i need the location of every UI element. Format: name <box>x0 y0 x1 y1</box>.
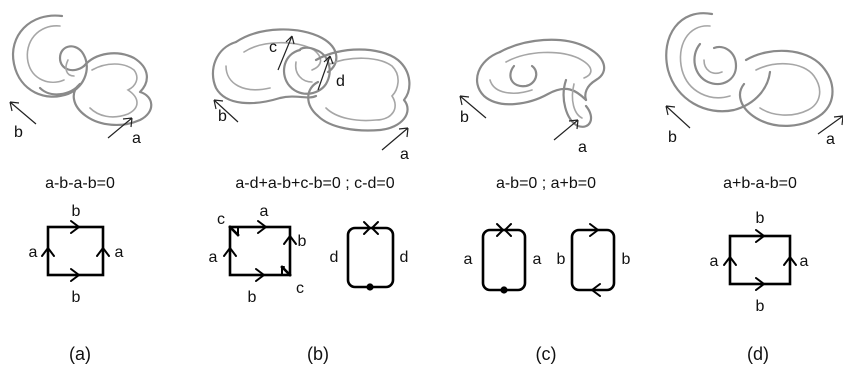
panel-d-surface-sketch: b a <box>665 12 843 148</box>
sketch-label-a: a <box>578 139 587 156</box>
square-label-left: a <box>209 249 218 266</box>
panel-d-equation: a+b-a-b=0 <box>723 175 797 192</box>
panel-b-caption: (b) <box>307 344 329 364</box>
panel-d-caption: (d) <box>747 344 769 364</box>
panel-a: b a a-b-a-b=0 b b a a (a) <box>9 14 153 364</box>
square-label-right: a <box>800 253 809 270</box>
panel-c-surface-sketch: b a <box>459 38 606 156</box>
panel-a-square: b b a a <box>29 203 124 306</box>
sketch-label-d: d <box>336 73 345 90</box>
square-label-right: b <box>298 233 307 250</box>
square-label-diagonal-top: c <box>217 211 225 228</box>
panel-c: b a a-b=0 ; a+b=0 a a b b (c) <box>459 38 631 364</box>
sketch-label-b: b <box>218 108 227 125</box>
panel-b-surface-sketch: b a c d <box>211 28 411 163</box>
sketch-label-a: a <box>826 131 835 148</box>
sketch-label-b: b <box>668 129 677 146</box>
loop-2-label-right: b <box>622 251 631 268</box>
panel-c-loop-2: b b <box>557 223 631 297</box>
sketch-label-a: a <box>132 130 141 147</box>
sketch-arrow-b <box>9 101 37 125</box>
square-label-bottom: b <box>756 298 765 315</box>
square-label-bottom: b <box>72 289 81 306</box>
vertex-dot <box>500 286 508 294</box>
square-label-bottom: b <box>248 289 257 306</box>
panel-b-loop: d d <box>330 221 409 291</box>
square-label-diagonal-bottom: c <box>296 280 304 297</box>
sketch-label-b: b <box>460 109 469 126</box>
panel-a-equation: a-b-a-b=0 <box>45 175 115 192</box>
loop-label-right: d <box>400 249 409 266</box>
vertex-dot <box>366 283 374 291</box>
sketch-label-c: c <box>269 39 277 56</box>
square-label-top: b <box>756 210 765 227</box>
panel-a-caption: (a) <box>69 344 91 364</box>
panel-c-loop-1: a a <box>464 223 542 294</box>
panel-d: b a a+b-a-b=0 b b a a (d) <box>665 12 843 364</box>
panel-b-square: a b a b c c <box>209 203 307 306</box>
square-label-left: a <box>710 253 719 270</box>
square-label-left: a <box>29 244 38 261</box>
panel-c-equation: a-b=0 ; a+b=0 <box>496 175 596 192</box>
sketch-arrow-a <box>107 117 133 139</box>
panel-b: b a c d a-d+a-b+c-b=0 ; c-d=0 a b a b c … <box>209 28 411 364</box>
loop-label-left: d <box>330 249 339 266</box>
loop-2-label-left: b <box>557 251 566 268</box>
panel-d-square: b b a a <box>710 210 809 315</box>
sketch-label-a: a <box>400 146 409 163</box>
panel-c-caption: (c) <box>536 344 557 364</box>
loop-1-label-left: a <box>464 251 473 268</box>
square-label-top: a <box>260 203 269 220</box>
loop-1-label-right: a <box>533 251 542 268</box>
panel-a-surface-sketch: b a <box>9 14 153 147</box>
panel-b-equation: a-d+a-b+c-b=0 ; c-d=0 <box>235 175 394 192</box>
square-label-right: a <box>115 244 124 261</box>
square-label-top: b <box>72 203 81 220</box>
sketch-label-b: b <box>14 124 23 141</box>
